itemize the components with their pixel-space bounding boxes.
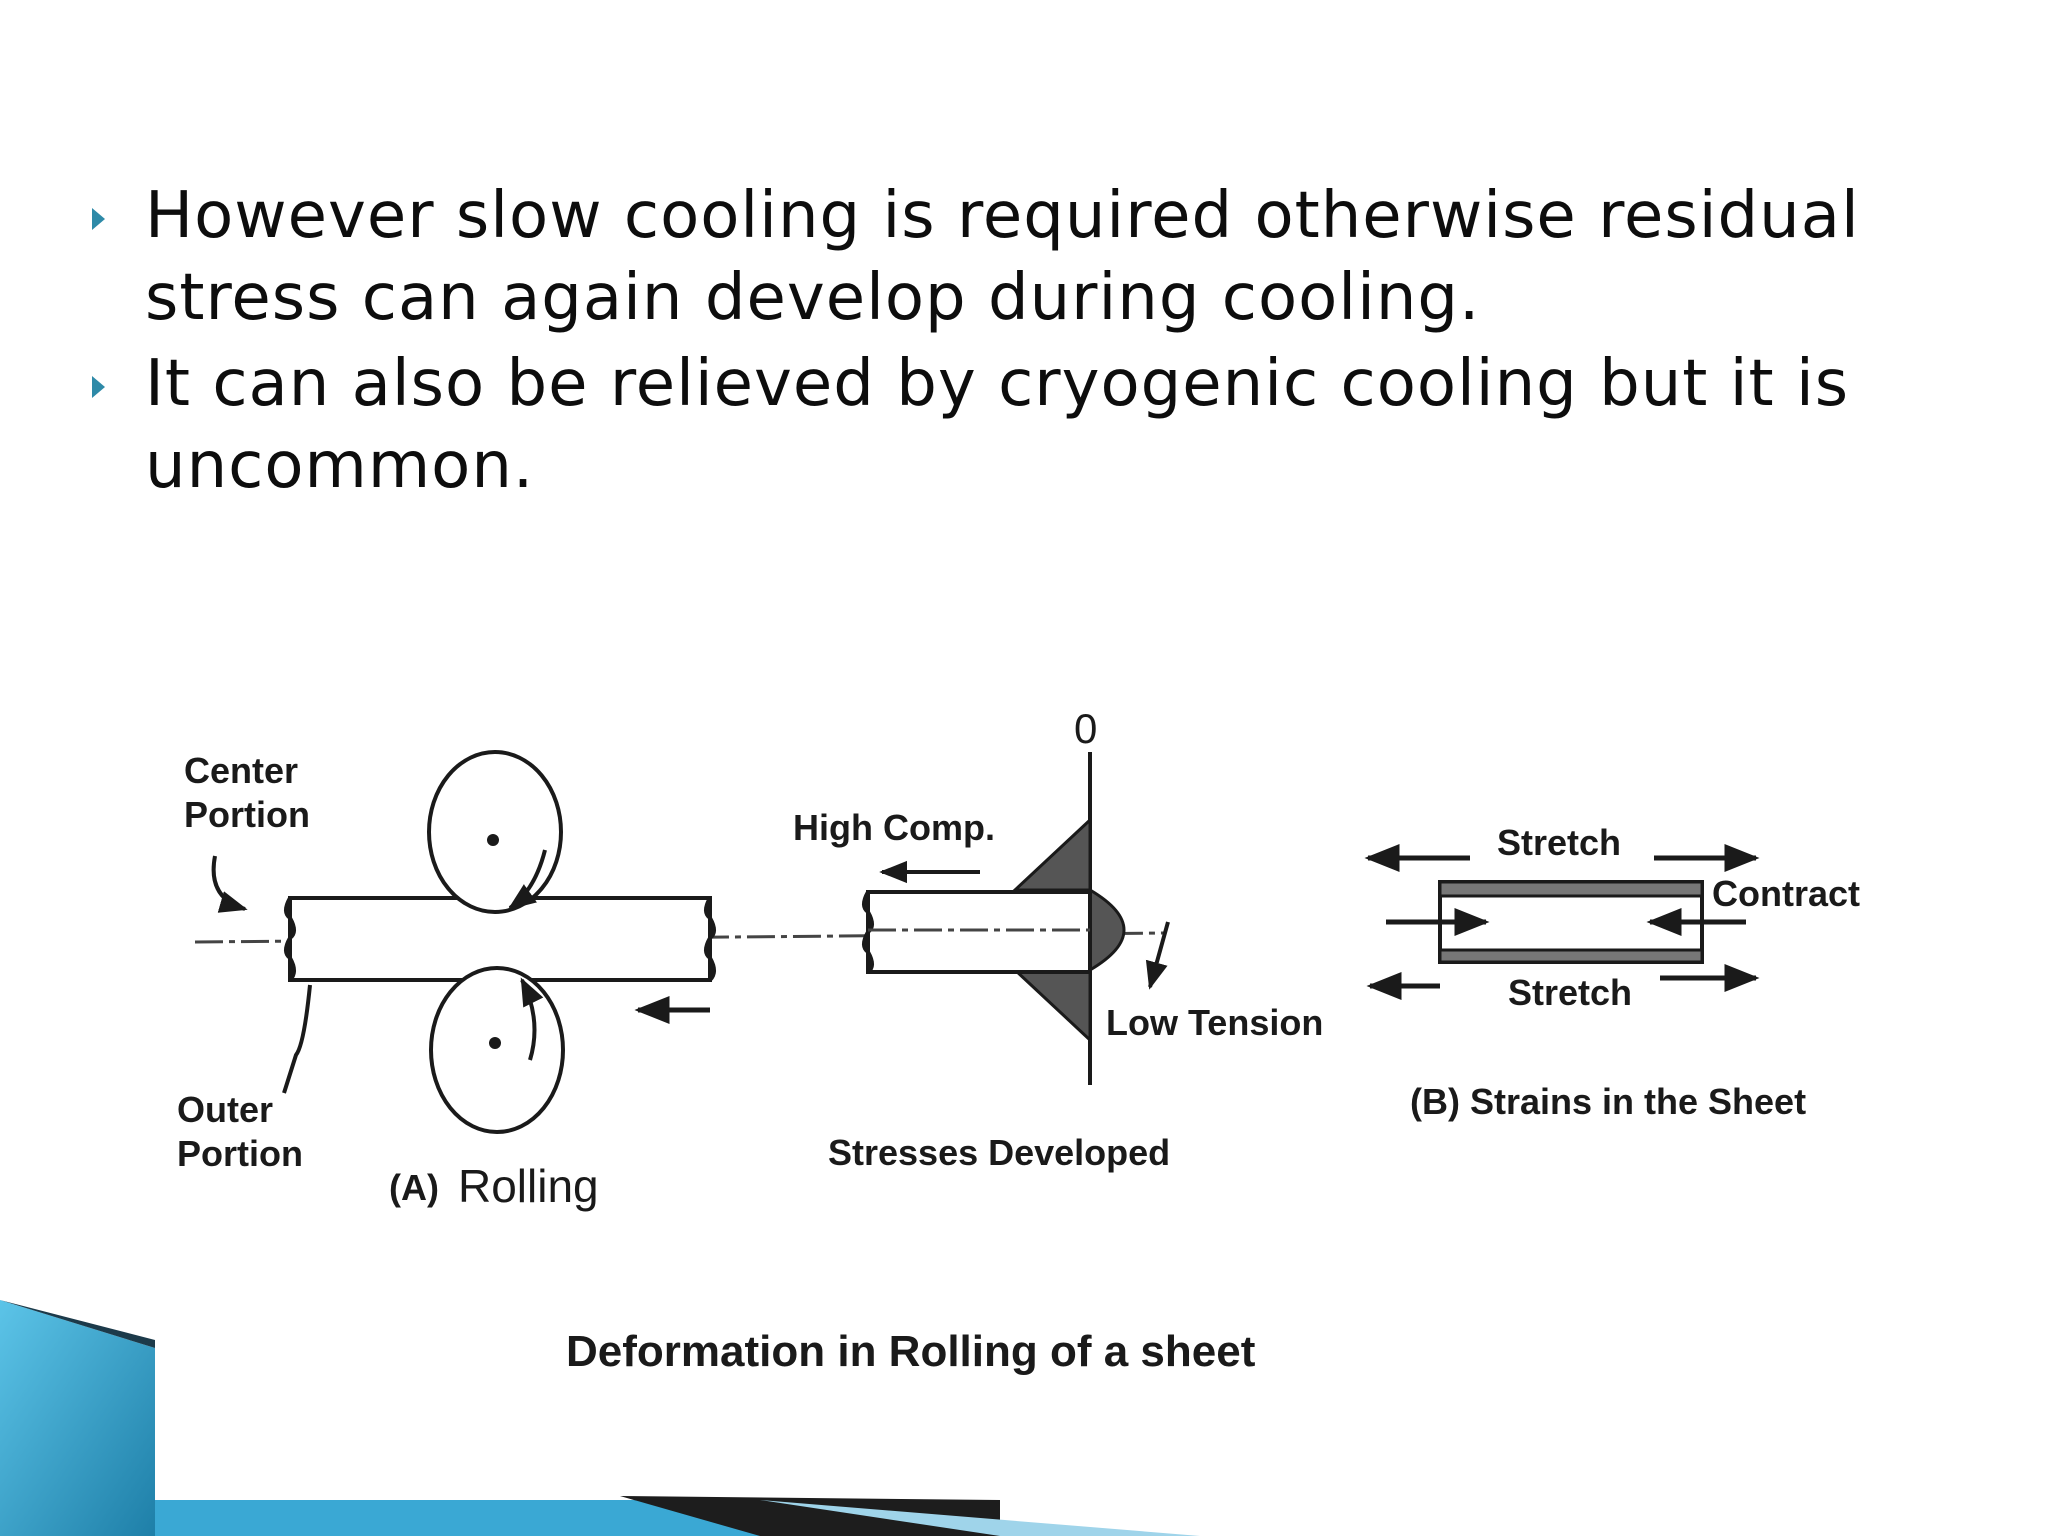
figure-caption: Deformation in Rolling of a sheet: [566, 1327, 1256, 1376]
strains-in-sheet-label: (B) Strains in the Sheet: [1410, 1081, 1806, 1122]
rolling-label-prefix: (A): [389, 1167, 439, 1208]
corner-decoration: [0, 1300, 1200, 1536]
stress-diagram: [862, 752, 1170, 1085]
center-portion-label: Portion: [184, 794, 310, 835]
stretch-top-label: Stretch: [1497, 822, 1621, 863]
outer-portion-label: Portion: [177, 1133, 303, 1174]
strain-diagram: [1364, 844, 1760, 1000]
bullet-arrow-icon: [92, 208, 105, 230]
contract-label: Contract: [1712, 873, 1860, 914]
lower-roller: [429, 966, 565, 1134]
bullet-arrow-icon: [92, 376, 105, 398]
bullet-item: It can also be relieved by cryogenic coo…: [88, 343, 1968, 507]
bullet-item: However slow cooling is required otherwi…: [88, 175, 1968, 339]
high-comp-label: High Comp.: [793, 807, 995, 848]
low-tension-label: Low Tension: [1106, 1002, 1323, 1043]
stresses-developed-label: Stresses Developed: [828, 1132, 1170, 1173]
center-portion-label: Center: [184, 750, 298, 791]
outer-portion-label: Outer: [177, 1089, 273, 1130]
rolling-label: Rolling: [458, 1160, 599, 1212]
bullet-text: It can also be relieved by cryogenic coo…: [145, 347, 1850, 503]
rolling-diagram: [211, 750, 716, 1134]
bullet-text: However slow cooling is required otherwi…: [145, 179, 1860, 335]
bullet-list: However slow cooling is required otherwi…: [88, 175, 1968, 511]
zero-label: 0: [1074, 705, 1097, 752]
stretch-bottom-label: Stretch: [1508, 972, 1632, 1013]
upper-roller: [427, 750, 563, 914]
